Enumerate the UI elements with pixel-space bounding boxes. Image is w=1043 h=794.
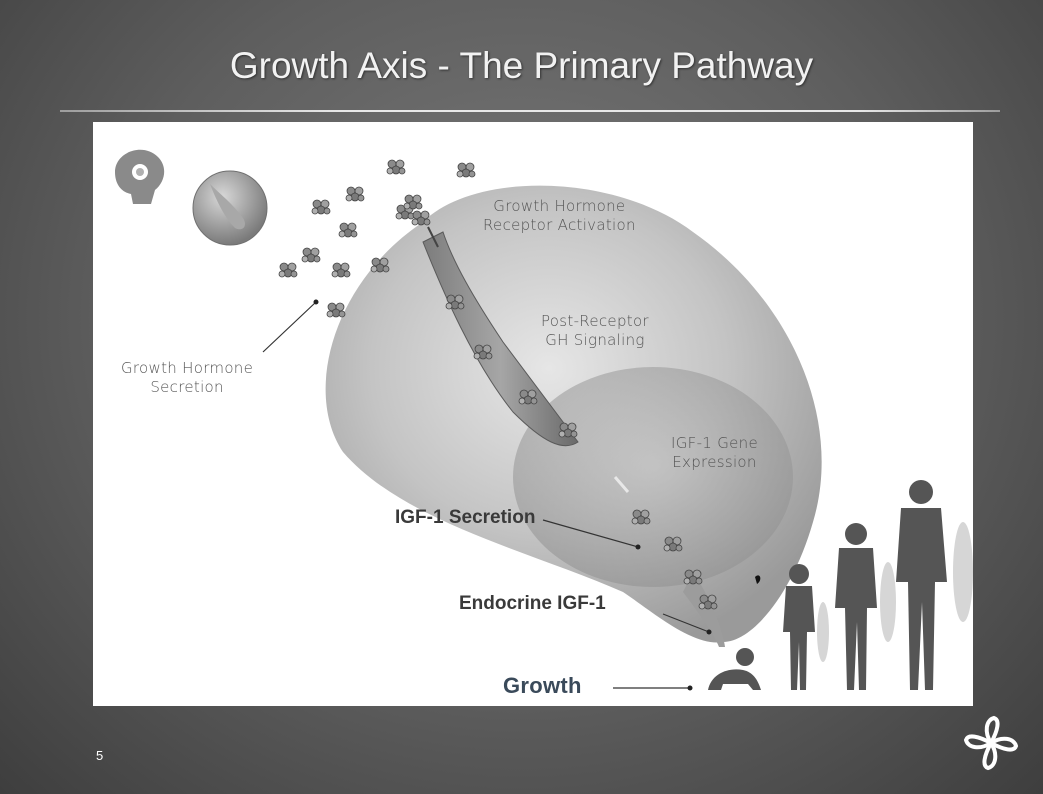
liver-cell-icon [325,185,822,647]
label-gh-secretion-line1: Growth Hormone [121,359,254,377]
pathway-illustration [115,149,973,691]
label-gh-secretion: Growth Hormone Secretion [121,359,253,397]
label-post-receptor-line2: GH Signaling [545,331,645,349]
label-igf1-gene-expression: IGF-1 Gene Expression [671,434,758,472]
label-post-receptor: Post-Receptor GH Signaling [541,312,649,350]
flower-logo-icon [963,715,1019,771]
label-gh-receptor-line2: Receptor Activation [483,216,636,234]
title-divider [60,110,1000,112]
diagram-panel: Growth Hormone Receptor Activation Post-… [93,122,973,706]
child-silhouettes-icon [708,480,973,690]
slide-title: Growth Axis - The Primary Pathway [229,45,814,86]
label-post-receptor-line1: Post-Receptor [541,312,649,330]
label-igf1-gene-line1: IGF-1 Gene [671,434,758,452]
label-growth: Growth [503,673,582,698]
label-gh-secretion-line2: Secretion [150,378,224,396]
label-gh-receptor-line1: Growth Hormone [493,197,626,215]
pituitary-icon [192,170,268,246]
label-igf1-gene-line2: Expression [672,453,757,471]
label-gh-receptor-activation: Growth Hormone Receptor Activation [483,197,636,235]
head-icon [115,149,165,204]
label-endocrine-igf1: Endocrine IGF-1 [459,593,606,614]
label-igf1-secretion: IGF-1 Secretion [395,507,536,528]
page-number: 5 [96,748,104,763]
